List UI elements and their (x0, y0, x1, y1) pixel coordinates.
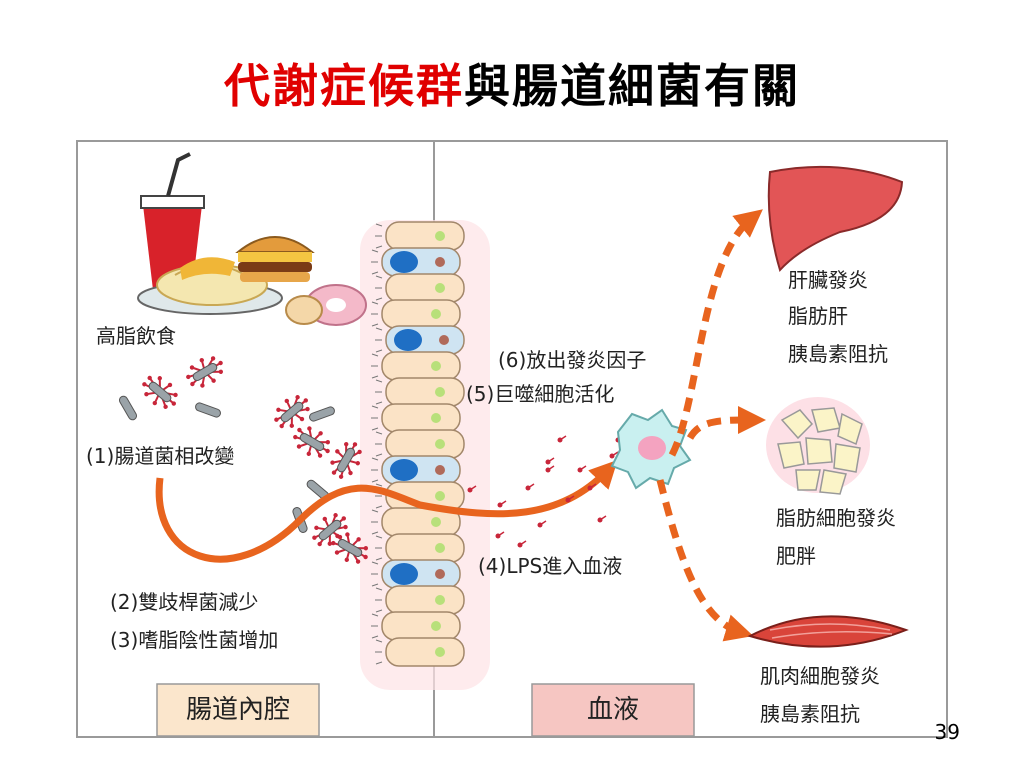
epithelial-cell (375, 533, 465, 563)
epithelial-cell (375, 377, 465, 407)
label-step6: (6)放出發炎因子 (498, 348, 647, 372)
lps-particles (467, 435, 625, 548)
lps-particle (525, 483, 535, 491)
epithelial-cell (371, 299, 461, 329)
immune-cell (371, 559, 461, 589)
epithelial-cell (375, 429, 465, 459)
epithelium-cells (371, 221, 465, 667)
epithelial-cell (375, 637, 465, 667)
lps-particle (517, 540, 527, 548)
label-step2: (2)雙歧桿菌減少 (110, 590, 259, 614)
lps-particle (557, 435, 567, 443)
title-highlight: 代謝症候群 (224, 59, 464, 113)
macrophage-icon (610, 408, 692, 490)
diagram-frame (76, 140, 948, 738)
label-step3: (3)嗜脂陰性菌增加 (110, 628, 279, 652)
slide-title: 代謝症候群與腸道細菌有關 (0, 50, 1024, 116)
label-step5: (5)巨噬細胞活化 (466, 382, 615, 406)
lps-particle (545, 457, 555, 465)
lps-particle (497, 500, 507, 508)
arrow-to-muscle (656, 479, 754, 642)
lps-particle (467, 485, 477, 493)
arrow-to-fat (686, 406, 766, 440)
lps-particle (537, 520, 547, 528)
liver-effect-2: 脂肪肝 (788, 304, 848, 328)
lps-particle (609, 451, 619, 459)
label-step1: (1)腸道菌相改變 (86, 444, 235, 468)
bacterium (331, 532, 368, 564)
lps-particle (565, 495, 575, 503)
translocation-arrow (155, 459, 618, 563)
label-high-fat-diet: 高脂飲食 (96, 324, 176, 348)
lps-particle (597, 515, 607, 523)
liver-icon (767, 165, 904, 272)
immune-cell (371, 455, 461, 485)
epithelial-cell (371, 351, 461, 381)
bacterium (119, 395, 137, 421)
muscle-icon (747, 615, 909, 648)
liver-effect-1: 肝臟發炎 (788, 268, 868, 292)
bacterium (330, 442, 362, 479)
immune-cell (371, 247, 461, 277)
epithelial-cell (375, 273, 465, 303)
region-lumen-label: 腸道內腔 (185, 695, 290, 725)
bacterium (274, 395, 310, 429)
region-blood-label: 血液 (586, 695, 639, 725)
bacterium (293, 426, 330, 458)
lps-particle (545, 465, 555, 473)
bacterium (195, 402, 221, 418)
blood-box (531, 683, 695, 737)
title-rest: 與腸道細菌有關 (464, 59, 800, 113)
label-step4: (4)LPS進入血液 (478, 554, 623, 578)
muscle-effect-1: 肌肉細胞發炎 (760, 664, 880, 688)
arrow-to-liver (668, 209, 763, 457)
lps-particle (495, 531, 505, 539)
fat-effect-2: 肥胖 (776, 544, 816, 568)
liver-effect-3: 胰島素阻抗 (788, 342, 888, 366)
food-illustration (137, 152, 367, 326)
lps-particle (587, 483, 597, 491)
bacterium (142, 375, 178, 409)
page-number: 39 (934, 720, 960, 744)
lumen-box (156, 683, 320, 737)
bacterium (309, 406, 335, 422)
fat-effect-1: 脂肪細胞發炎 (776, 506, 896, 530)
bacteria (119, 356, 368, 564)
immune-cell (375, 325, 465, 355)
bacterium (186, 356, 223, 388)
lps-particle (577, 465, 587, 473)
epithelial-cell (371, 403, 461, 433)
muscle-effect-2: 胰島素阻抗 (760, 702, 860, 726)
fat-cells-icon (766, 397, 870, 495)
